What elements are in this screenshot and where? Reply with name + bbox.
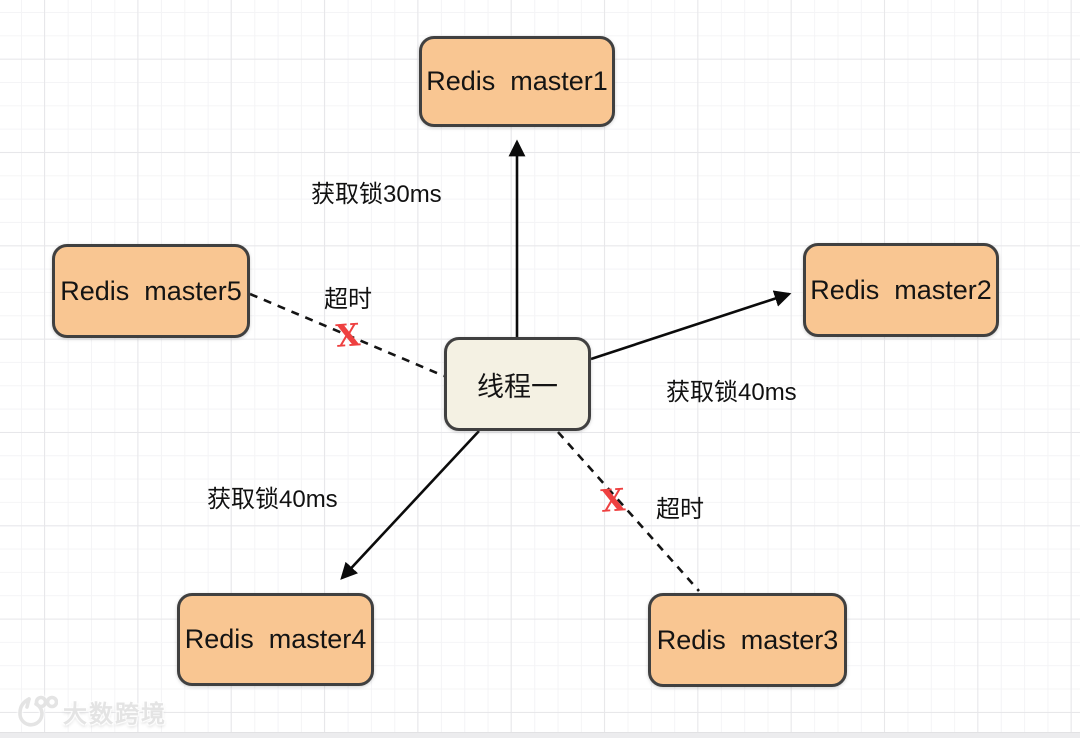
fail-x-mark-right: X [599, 482, 627, 520]
edge-label-acquire-lock-30ms: 获取锁30ms [311, 181, 442, 208]
node-redis-master5[interactable]: Redis master5 [52, 244, 250, 338]
fail-x-mark-left: X [334, 317, 362, 355]
watermark-logo-icon [18, 695, 58, 727]
edge-center-to-master2 [590, 290, 792, 361]
edge-label-timeout-right: 超时 [656, 496, 704, 523]
edge-label-acquire-lock-40ms-left: 获取锁40ms [207, 486, 338, 513]
canvas-bottom-edge [0, 732, 1080, 738]
node-redis-master3[interactable]: Redis master3 [648, 593, 847, 687]
node-redis-master2-label: Redis master2 [810, 274, 992, 305]
watermark-text: 大数跨境 [63, 700, 167, 728]
node-redis-master2[interactable]: Redis master2 [803, 243, 999, 337]
node-thread-one[interactable]: 线程一 [444, 337, 591, 431]
node-redis-master3-label: Redis master3 [656, 624, 839, 655]
node-thread-one-label: 线程一 [477, 371, 558, 402]
edge-master5-to-center-dashed [249, 292, 445, 378]
node-redis-master4-label: Redis master4 [184, 624, 367, 654]
node-redis-master1-label: Redis master1 [426, 66, 608, 96]
watermark: 大数跨境 [12, 692, 167, 730]
node-redis-master1[interactable]: Redis master1 [419, 36, 615, 127]
edge-center-to-master4 [340, 430, 480, 580]
node-redis-master4[interactable]: Redis master4 [177, 593, 374, 686]
edge-label-timeout-left: 超时 [324, 286, 372, 313]
edge-center-to-master3-dashed [557, 431, 700, 592]
node-redis-master5-label: Redis master5 [60, 275, 242, 306]
edge-label-acquire-lock-40ms-right: 获取锁40ms [666, 379, 797, 406]
